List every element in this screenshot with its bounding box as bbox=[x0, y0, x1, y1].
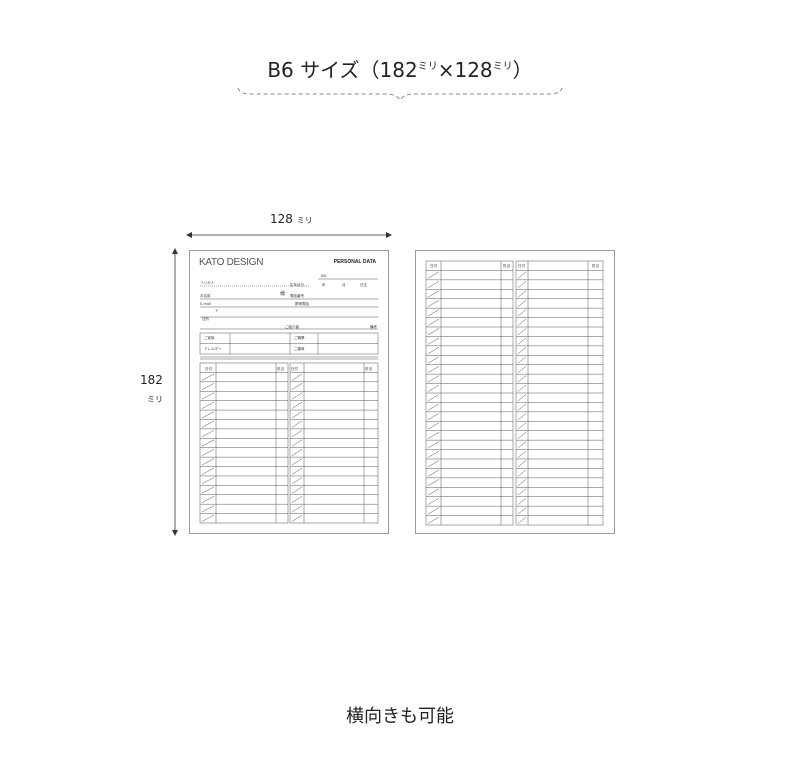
label-day: 日生 bbox=[360, 283, 367, 287]
label-postal: 〒 bbox=[215, 309, 219, 313]
front-left-date-header: 日付 bbox=[205, 367, 212, 371]
title-unit-1: ミリ bbox=[417, 61, 438, 73]
width-label: 128 ミリ bbox=[270, 212, 313, 226]
label-no: NO. bbox=[321, 274, 328, 278]
label-name: お名前 bbox=[200, 294, 211, 298]
label-note-top: 備考 bbox=[370, 325, 377, 329]
label-email: E-mail bbox=[200, 302, 211, 306]
title-close: ） bbox=[512, 58, 533, 82]
label-birthday: 生年月日 bbox=[290, 283, 304, 287]
label-month: 月 bbox=[342, 283, 346, 287]
label-sama: 様 bbox=[280, 291, 286, 297]
width-arrow bbox=[186, 232, 392, 238]
footer-caption: 横向きも可能 bbox=[346, 706, 454, 727]
front-form-lines bbox=[199, 278, 379, 360]
page-title: B6 サイズ（182ミリ×128ミリ） bbox=[0, 54, 800, 83]
height-value: 182 bbox=[140, 373, 163, 387]
label-referral: ご紹介者 bbox=[285, 325, 299, 329]
back-right-staff-header: 担当 bbox=[592, 264, 599, 268]
label-mobile: 携帯電話 bbox=[295, 302, 309, 306]
label-phone: 電話番号 bbox=[290, 294, 304, 298]
front-record-table bbox=[199, 362, 379, 524]
back-right-date-header: 日付 bbox=[518, 264, 525, 268]
front-right-staff-header: 担当 bbox=[365, 367, 372, 371]
dashed-brace bbox=[237, 87, 563, 101]
height-unit: ミリ bbox=[147, 395, 163, 404]
back-left-date-header: 日付 bbox=[430, 264, 437, 268]
brand-logo: KATO DESIGN bbox=[199, 257, 264, 268]
label-year: 年 bbox=[322, 283, 326, 287]
label-allergy: アレルギー bbox=[204, 347, 222, 351]
front-sheet: KATO DESIGN PERSONAL DATA NO. フリガナ 生年月日 … bbox=[189, 250, 389, 534]
title-unit-2: ミリ bbox=[492, 61, 513, 73]
height-arrow bbox=[172, 248, 178, 536]
title-mid: ×128 bbox=[437, 58, 493, 82]
title-main: B6 サイズ（182 bbox=[267, 58, 418, 82]
front-right-date-header: 日付 bbox=[291, 367, 298, 371]
front-left-staff-header: 担当 bbox=[277, 367, 284, 371]
label-hobby: ご趣味 bbox=[294, 347, 305, 351]
label-address: 住所 bbox=[202, 317, 209, 321]
width-unit: ミリ bbox=[296, 216, 313, 225]
doc-title: PERSONAL DATA bbox=[333, 259, 376, 265]
label-furigana: フリガナ bbox=[200, 281, 214, 285]
label-family: ご家族 bbox=[204, 336, 215, 340]
back-left-staff-header: 担当 bbox=[503, 264, 510, 268]
back-record-table bbox=[425, 260, 604, 526]
label-occupation: ご職業 bbox=[294, 336, 305, 340]
back-sheet: 日付 担当 日付 担当 bbox=[415, 250, 615, 534]
width-value: 128 bbox=[270, 212, 293, 226]
